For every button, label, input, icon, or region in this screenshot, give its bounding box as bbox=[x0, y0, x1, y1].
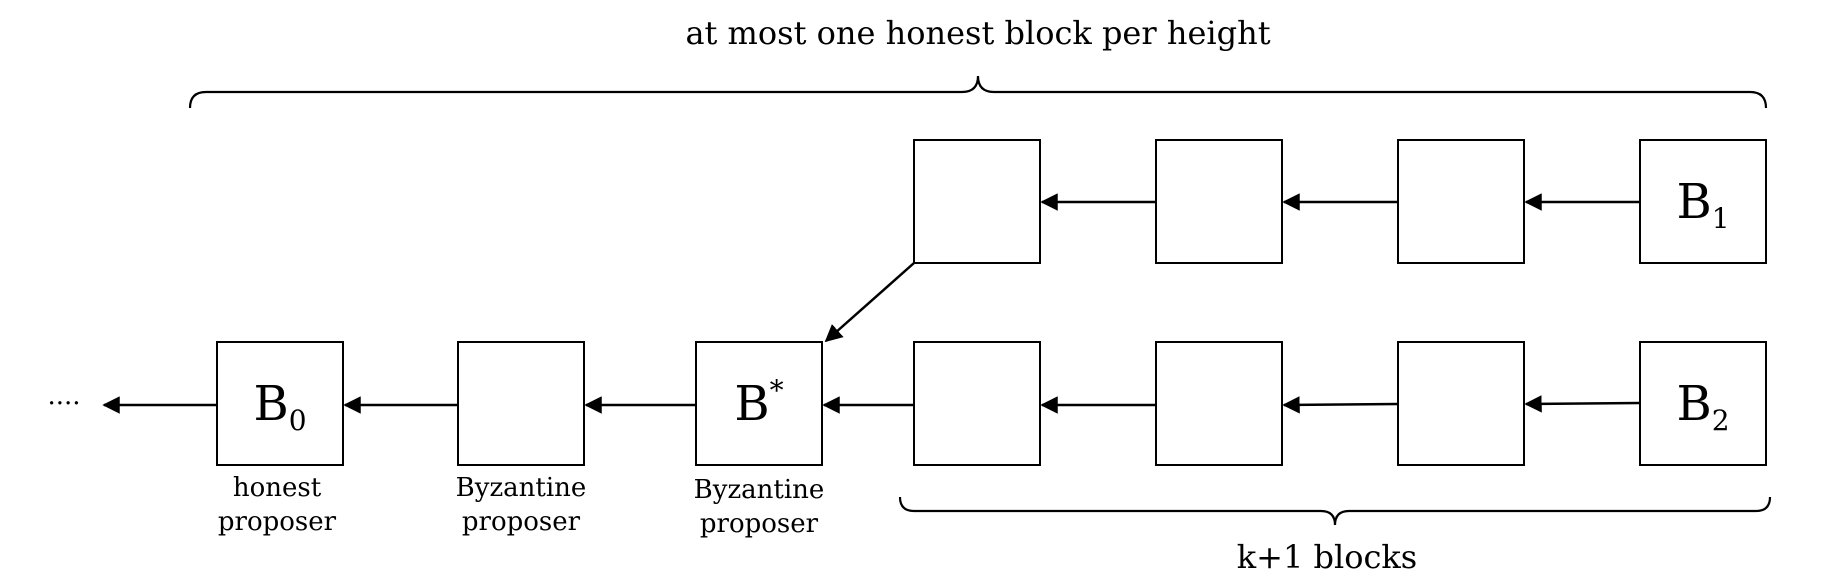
block-lower-3 bbox=[1397, 341, 1525, 466]
bottom-brace bbox=[898, 496, 1772, 526]
bottom-label: k+1 blocks bbox=[1237, 538, 1417, 576]
block-lower-2 bbox=[1155, 341, 1283, 466]
block-b2 bbox=[1639, 341, 1767, 466]
chain-ellipsis: .... bbox=[47, 381, 80, 411]
block-upper-1 bbox=[913, 139, 1041, 264]
arrow-upper1-to-bstar bbox=[824, 262, 915, 343]
block-byzantine-1 bbox=[457, 341, 585, 466]
block-bstar bbox=[695, 341, 823, 466]
block-lower-1 bbox=[913, 341, 1041, 466]
block-b0-label: B0 bbox=[253, 376, 306, 437]
arrow-lower3-to-lower2 bbox=[1282, 396, 1399, 414]
top-brace bbox=[188, 75, 1768, 109]
block-upper-3 bbox=[1397, 139, 1525, 264]
block-b2-label: B2 bbox=[1676, 376, 1729, 437]
block-b1-label: B1 bbox=[1676, 174, 1729, 235]
block-b1 bbox=[1639, 139, 1767, 264]
block-b0 bbox=[216, 341, 344, 466]
block-bstar-label: B* bbox=[734, 374, 783, 432]
block-upper-2 bbox=[1155, 139, 1283, 264]
arrow-b2-to-lower3 bbox=[1524, 395, 1641, 413]
top-label: at most one honest block per height bbox=[685, 14, 1270, 52]
